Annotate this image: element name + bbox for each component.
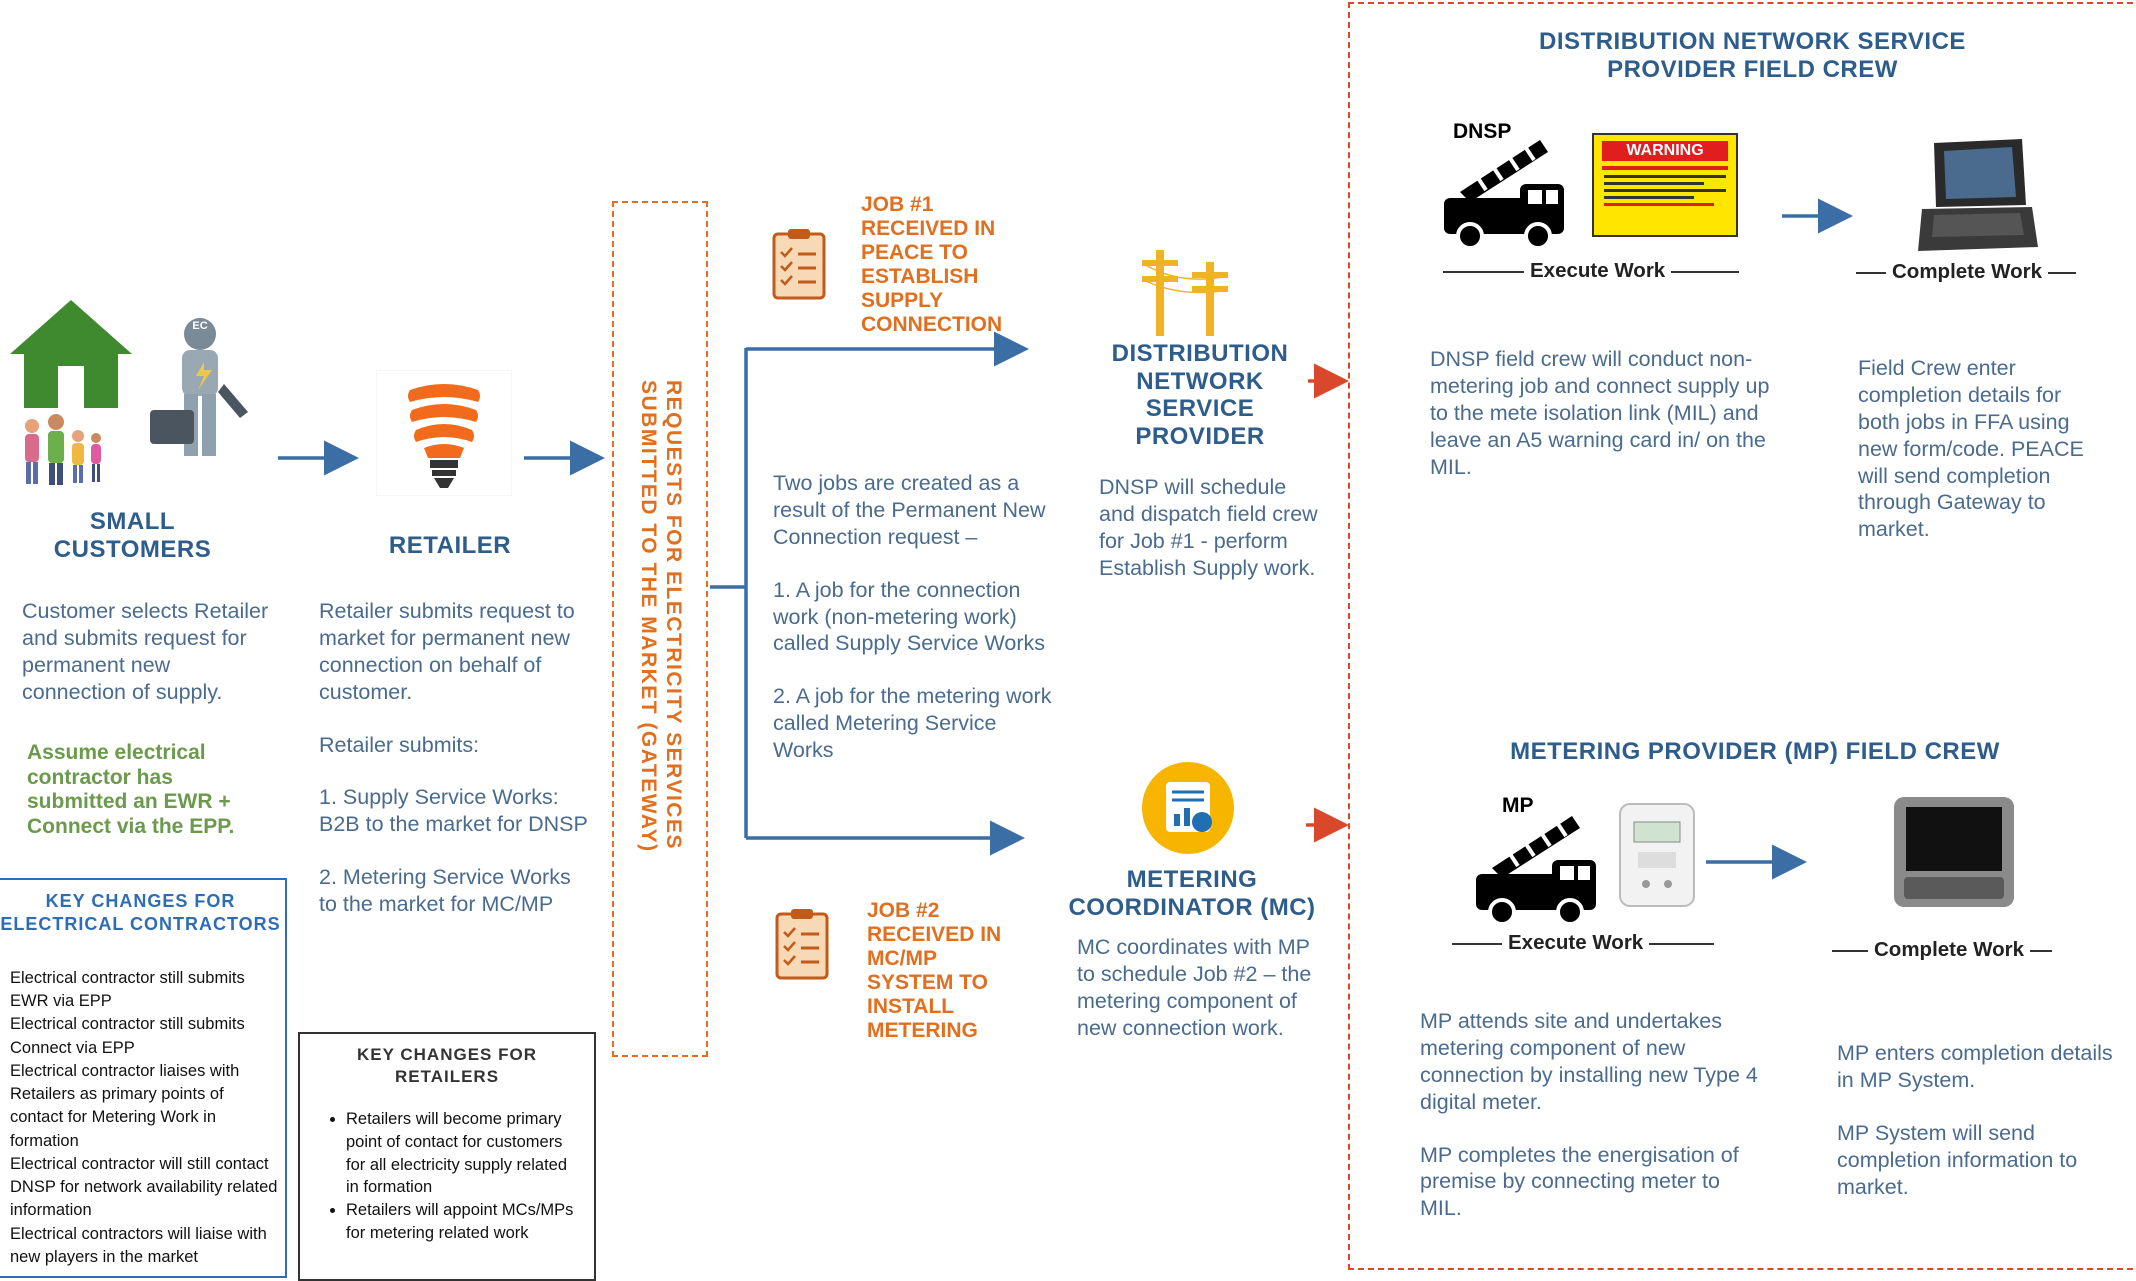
key-changes-retailers-list: Retailers will become primary point of c… [300, 1108, 594, 1245]
retailer-desc: Retailer submits request to market for p… [319, 599, 588, 916]
mc-desc: MC coordinates with MP to schedule Job #… [1077, 935, 1312, 1040]
key-changes-retailers-box: KEY CHANGES FOR RETAILERS Retailers will… [298, 1032, 596, 1281]
mp-truck-label: MP [1502, 794, 1534, 817]
handheld-device-icon [1894, 797, 2014, 907]
list-item: Electrical contractors will liaise with … [10, 1224, 267, 1266]
dnsp-truck-label: DNSP [1453, 120, 1512, 143]
job1-label: JOB #1 RECEIVED IN PEACE TO ESTABLISH SU… [861, 193, 1003, 336]
gateway-label: REQUESTS FOR ELECTRICITY SERVICES SUBMIT… [636, 380, 685, 853]
dnsp-crew-title: DISTRIBUTION NETWORK SERVICE PROVIDER FI… [1539, 28, 1966, 83]
list-item: Electrical contractor liaises with Retai… [10, 1061, 240, 1150]
mc-title: METERING COORDINATOR (MC) [1068, 866, 1316, 921]
mp-execute-desc: MP attends site and undertakes metering … [1420, 1009, 1758, 1221]
key-changes-contractors-list: Electrical contractor still submits EWR … [10, 967, 278, 1269]
warning-card-icon: WARNING [1592, 133, 1738, 237]
metering-coordinator-icon [1142, 762, 1234, 854]
dnsp-complete-desc: Field Crew enter completion details for … [1858, 356, 2084, 542]
list-item: Electrical contractor still submits EWR … [10, 968, 245, 1011]
mp-crew-title: METERING PROVIDER (MP) FIELD CREW [1510, 738, 2000, 765]
mp-complete-label: Complete Work [1868, 938, 2030, 962]
list-item: Retailers will become primary point of c… [346, 1108, 582, 1199]
house-icon [10, 300, 132, 408]
retailer-title: RETAILER [388, 532, 512, 559]
mp-execute-label: Execute Work [1502, 931, 1650, 955]
list-item: Electrical contractor still submits Conn… [10, 1015, 245, 1057]
dnsp-desc: DNSP will schedule and dispatch field cr… [1099, 475, 1318, 580]
dnsp-truck-icon [1444, 140, 1564, 250]
gateway-box [612, 201, 708, 1057]
electrician-badge: EC [192, 320, 208, 332]
mp-truck-icon [1476, 816, 1596, 926]
key-changes-retailers-title: KEY CHANGES FOR RETAILERS [357, 1045, 537, 1087]
dnsp-execute-label: Execute Work [1524, 259, 1672, 283]
list-item: Retailers will appoint MCs/MPs for meter… [346, 1199, 582, 1245]
dnsp-execute-desc: DNSP field crew will conduct non-meterin… [1430, 347, 1770, 479]
family-icon [25, 414, 101, 485]
small-customers-desc: Customer selects Retailer and submits re… [22, 599, 269, 704]
key-changes-contractors-title: KEY CHANGES FOR ELECTRICAL CONTRACTORS [0, 891, 281, 935]
mp-complete-desc: MP enters completion details in MP Syste… [1837, 1041, 2113, 1199]
electrician-icon [150, 318, 248, 456]
dnsp-complete-label: Complete Work [1886, 260, 2048, 284]
list-item: Electrical contractor will still contact… [10, 1154, 278, 1220]
clipboard-icon-job2 [775, 909, 829, 980]
rugged-laptop-icon [1918, 139, 2038, 251]
lightbulb-icon [376, 370, 512, 496]
jobs-desc: Two jobs are created as a result of the … [773, 471, 1052, 762]
dnsp-title: DISTRIBUTION NETWORK SERVICE PROVIDER [1111, 340, 1289, 450]
clipboard-icon-job1 [772, 229, 826, 300]
power-pole-icon [1142, 250, 1229, 336]
contractor-note: Assume electrical contractor has submitt… [27, 741, 235, 838]
job2-label: JOB #2 RECEIVED IN MC/MP SYSTEM TO INSTA… [867, 899, 1002, 1042]
field-crew-region [1348, 2, 2133, 1270]
digital-meter-icon [1619, 803, 1695, 907]
small-customers-title: SMALL CUSTOMERS [53, 508, 212, 563]
key-changes-contractors-box: KEY CHANGES FOR ELECTRICAL CONTRACTORS E… [0, 878, 287, 1278]
